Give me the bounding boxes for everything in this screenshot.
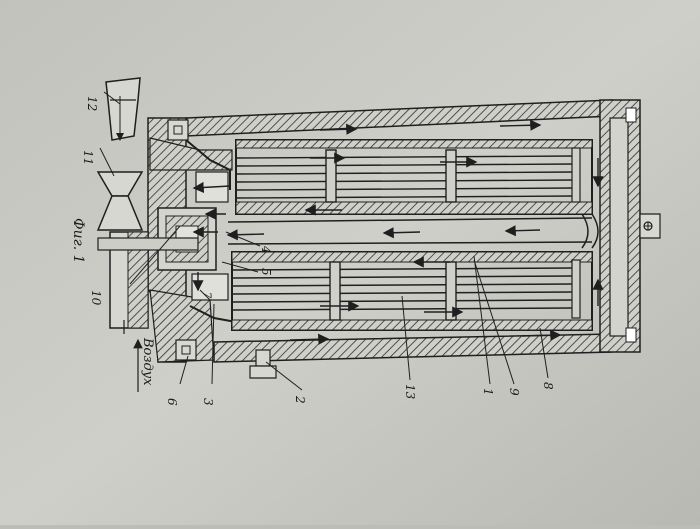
inlet-nozzle [96,77,144,231]
air-inlet-pipe [97,231,199,392]
outer-casing [185,99,661,363]
callout-6: 6 [165,398,179,406]
callout-8: 8 [541,382,555,390]
figure-caption: Фиг. 1 [70,218,86,264]
callout-13: 13 [403,384,417,400]
callout-9: 9 [507,388,521,396]
callout-2: 2 [293,395,307,404]
air-label: Воздух [140,337,155,386]
callout-5: 5 [259,268,273,276]
callout-11: 11 [81,150,95,165]
callout-12: 12 [85,96,99,111]
callout-4: 4 [259,245,273,254]
central-channel [227,213,599,249]
callout-1: 1 [481,388,495,396]
leader-lines [99,91,549,391]
callout-7-inner: 7 [201,292,212,299]
upper-tube-bundle [235,139,593,215]
callout-labels: 12 11 10 6 3 2 4 5 7 13 1 9 8 [81,96,555,406]
flow-arrows [192,119,604,345]
lower-tube-bundle [231,251,593,331]
callout-10: 10 [89,290,103,306]
callout-3: 3 [201,398,215,406]
